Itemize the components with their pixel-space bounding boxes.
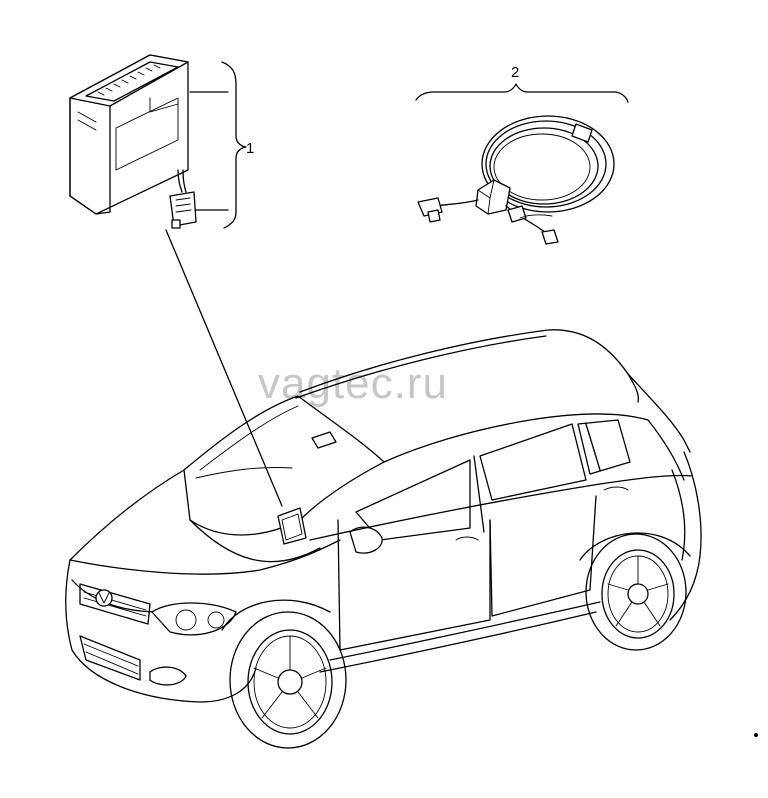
control-unit-mounting-location[interactable] [277, 507, 307, 545]
callout-number-2: 2 [511, 64, 519, 81]
vehicle-illustration [65, 329, 702, 749]
control-unit-assembly[interactable] [69, 54, 247, 229]
wiring-harness[interactable] [415, 83, 629, 245]
watermark-text: vagtec.ru [258, 359, 448, 408]
corner-marker [754, 733, 758, 737]
callout-number-1: 1 [246, 140, 254, 157]
leader-line [165, 229, 283, 507]
